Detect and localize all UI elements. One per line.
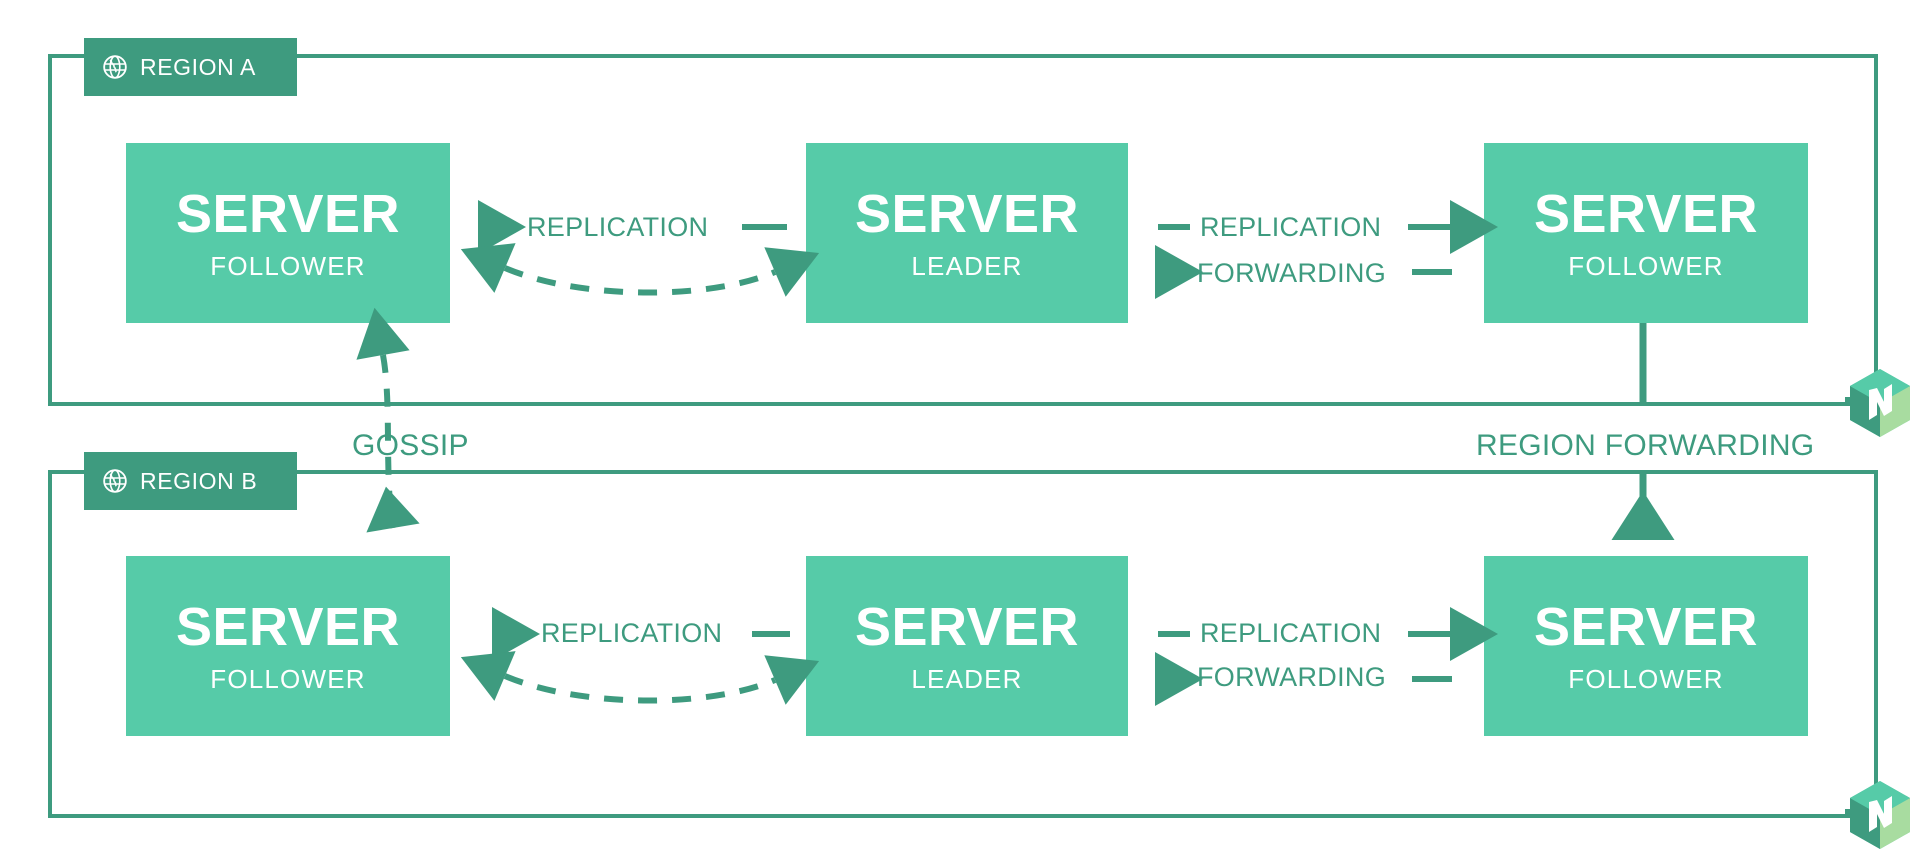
region-b-server-follower-left[interactable]: SERVER FOLLOWER <box>126 556 450 736</box>
server-title: SERVER <box>175 184 401 244</box>
server-title: SERVER <box>854 184 1080 244</box>
region-b-container <box>48 470 1878 818</box>
gossip-connector <box>356 307 420 533</box>
region-b-left-gossip-curve <box>460 651 820 705</box>
nomad-logo-icon <box>1850 369 1910 437</box>
globe-icon <box>103 469 127 493</box>
nomad-logo-region-a <box>1848 368 1912 438</box>
server-title: SERVER <box>1533 597 1759 657</box>
region-a-right-replication-label: REPLICATION <box>1200 212 1382 242</box>
server-role: LEADER <box>911 251 1023 281</box>
region-b-right-replication-label: REPLICATION <box>1200 618 1382 648</box>
nomad-logo-region-b <box>1848 780 1912 850</box>
server-role: FOLLOWER <box>210 664 366 694</box>
globe-icon <box>103 55 127 79</box>
region-b-server-follower-right[interactable]: SERVER FOLLOWER <box>1484 556 1808 736</box>
server-title: SERVER <box>854 597 1080 657</box>
region-a-server-follower-right[interactable]: SERVER FOLLOWER <box>1484 143 1808 323</box>
region-b-header: REGION B <box>84 452 297 510</box>
region-forwarding-label: REGION FORWARDING <box>1476 429 1815 462</box>
region-b-server-leader[interactable]: SERVER LEADER <box>806 556 1128 736</box>
region-a-server-leader[interactable]: SERVER LEADER <box>806 143 1128 323</box>
region-a-left-gossip-curve <box>460 243 820 297</box>
server-title: SERVER <box>175 597 401 657</box>
server-title: SERVER <box>1533 184 1759 244</box>
region-a-container <box>48 54 1878 406</box>
server-role: FOLLOWER <box>210 251 366 281</box>
region-b-left-replication-label: REPLICATION <box>541 618 723 648</box>
region-b-right-forwarding-label: FORWARDING <box>1197 662 1386 692</box>
region-a-header: REGION A <box>84 38 297 96</box>
region-a-server-follower-left[interactable]: SERVER FOLLOWER <box>126 143 450 323</box>
nomad-logo-icon <box>1850 781 1910 849</box>
server-role: FOLLOWER <box>1568 664 1724 694</box>
region-a-right-forwarding-label: FORWARDING <box>1197 258 1386 288</box>
server-role: LEADER <box>911 664 1023 694</box>
server-role: FOLLOWER <box>1568 251 1724 281</box>
region-a-left-replication-label: REPLICATION <box>527 212 709 242</box>
region-a-label: REGION A <box>140 53 256 80</box>
region-b-label: REGION B <box>140 467 258 494</box>
